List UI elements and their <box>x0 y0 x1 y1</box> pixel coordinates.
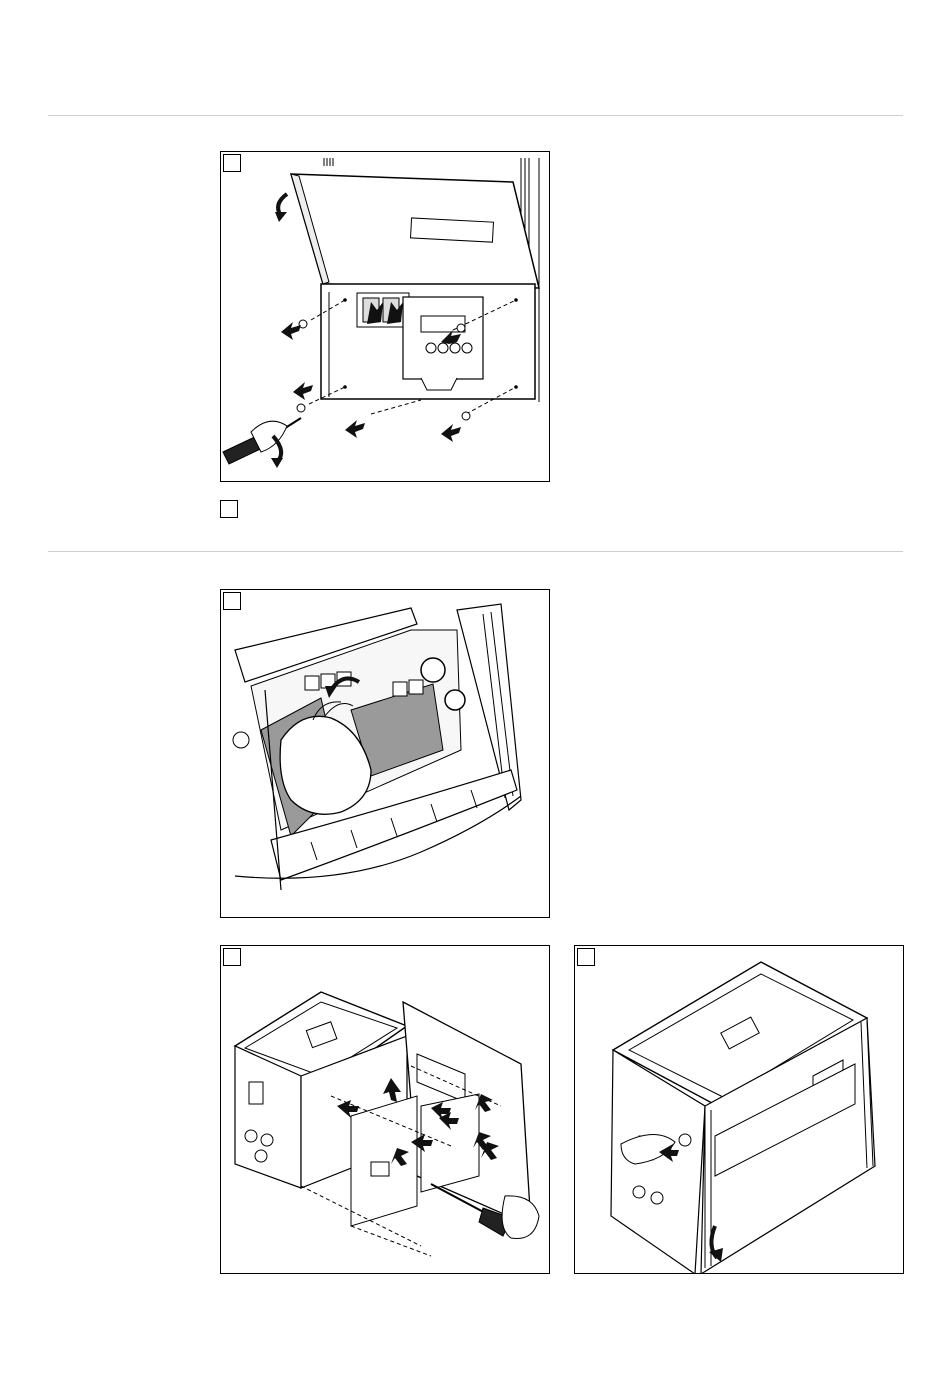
step-illustration-2 <box>220 589 550 918</box>
step-number-box <box>220 500 238 518</box>
closed-housing-drawing <box>575 946 904 1274</box>
step-illustration-1 <box>220 151 550 482</box>
section-divider-top <box>48 115 903 116</box>
enclosure-open-drawing <box>221 152 550 482</box>
hand-icon <box>502 1196 539 1239</box>
section-divider-middle <box>48 551 903 552</box>
exploded-view-drawing <box>221 946 550 1274</box>
open-housing-drawing <box>221 590 550 918</box>
step-illustration-3 <box>220 945 550 1274</box>
step-illustration-4 <box>574 945 904 1274</box>
